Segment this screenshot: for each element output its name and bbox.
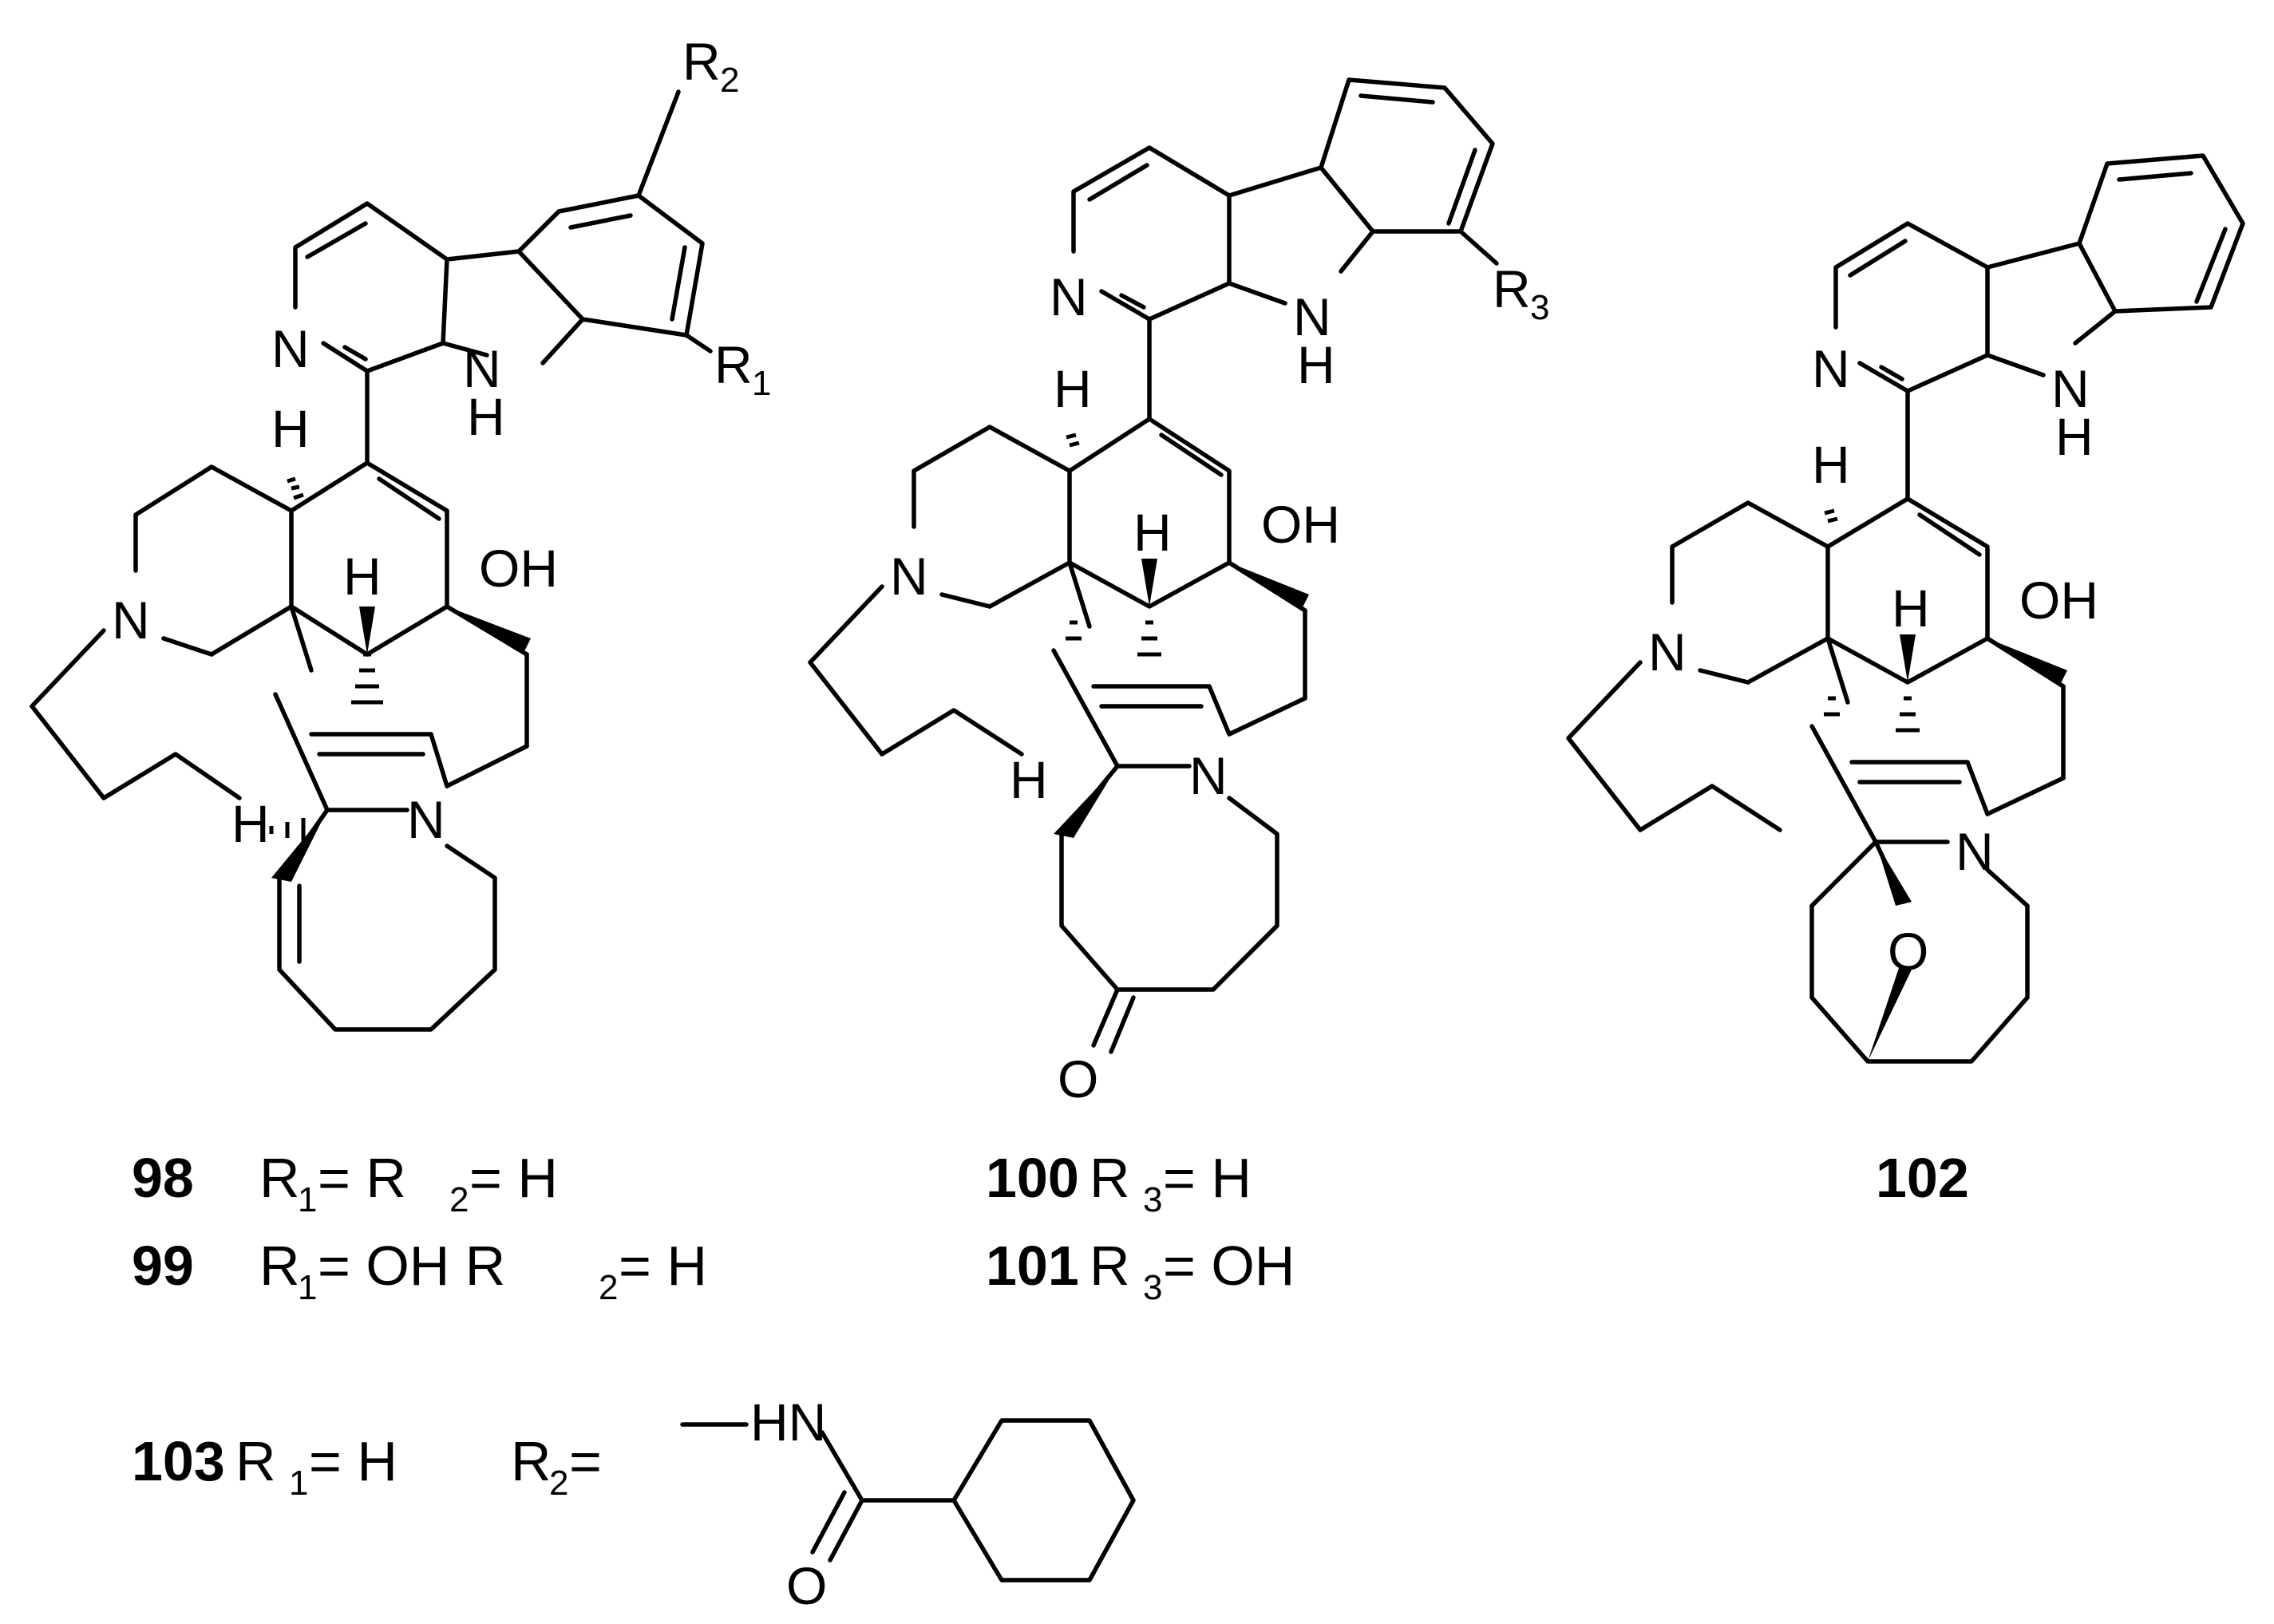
label-r1-sub: 1 (752, 364, 771, 403)
atom-h-stereo-c2: H (1892, 579, 1930, 638)
svg-text:2: 2 (449, 1180, 469, 1219)
svg-text:102: 102 (1876, 1147, 1969, 1209)
svg-text:= R: = R (318, 1147, 406, 1209)
atom-o-bridge: O (1888, 922, 1928, 981)
atom-n-pyridine-b: N (1050, 267, 1088, 326)
svg-text:R: R (1090, 1235, 1130, 1297)
svg-text:2: 2 (549, 1464, 568, 1503)
atom-n-indole-c: N (2051, 359, 2090, 418)
atom-amide-o: O (786, 1556, 827, 1615)
atom-n-azocine-c: N (1956, 822, 1994, 881)
svg-text:R: R (511, 1430, 552, 1492)
substituent-cyclohexanecarboxamide: HN O (680, 1393, 1136, 1615)
atom-h-stereo-2: H (343, 547, 382, 606)
caption-103: 103 R 1 = H R 2 = (132, 1430, 602, 1503)
atom-h-azocine: H (231, 794, 270, 853)
svg-text:= OH R: = OH R (318, 1235, 505, 1297)
svg-text:1: 1 (289, 1464, 308, 1503)
svg-text:3: 3 (1143, 1268, 1162, 1307)
svg-text:2: 2 (599, 1268, 618, 1307)
atom-amide-nh: HN (750, 1393, 826, 1452)
svg-text:R: R (259, 1147, 300, 1209)
atom-h-azocine-b: H (1010, 750, 1048, 809)
svg-text:99: 99 (132, 1235, 194, 1297)
svg-text:1: 1 (298, 1180, 317, 1219)
atom-h-stereo-c: H (1812, 435, 1850, 494)
caption-98: 98 R 1 = R 2 = H (132, 1147, 558, 1219)
caption-100: 100 R 3 = H (986, 1147, 1252, 1219)
svg-text:103: 103 (132, 1430, 225, 1492)
atom-n-pyridine-c: N (1812, 339, 1850, 398)
svg-text:= OH: = OH (1163, 1235, 1295, 1297)
caption-102: 102 (1876, 1147, 1969, 1209)
svg-text:=: = (569, 1430, 602, 1492)
label-r3: R (1493, 259, 1531, 318)
svg-text:R: R (259, 1235, 300, 1297)
atom-n-indole: N (463, 339, 501, 398)
atom-oh: OH (479, 539, 558, 598)
structure-98-99-103: N N H H H OH N N H R 2 R 1 (30, 32, 771, 1032)
atom-n-azocine-b: N (1189, 746, 1228, 805)
atom-h-stereo-b2: H (1133, 503, 1172, 562)
atom-n-piperidine-c: N (1648, 622, 1687, 682)
label-r2-sub: 2 (720, 61, 739, 100)
atom-h-indole-c: H (2055, 407, 2094, 466)
structure-100-101: N N H H H OH N N H O R 3 (808, 77, 1549, 1108)
svg-text:1: 1 (298, 1268, 317, 1307)
svg-text:101: 101 (986, 1235, 1079, 1297)
atom-h-stereo-b: H (1054, 359, 1092, 418)
atom-n-piperidine: N (112, 591, 150, 650)
caption-101: 101 R 3 = OH (986, 1235, 1295, 1307)
svg-text:= H: = H (1163, 1147, 1252, 1209)
atom-h-indole: H (467, 387, 505, 446)
svg-text:100: 100 (986, 1147, 1079, 1209)
svg-text:3: 3 (1143, 1180, 1162, 1219)
atom-oh-c: OH (2019, 571, 2098, 630)
svg-text:R: R (235, 1430, 276, 1492)
caption-99: 99 R 1 = OH R 2 = H (132, 1235, 707, 1307)
svg-text:= H: = H (469, 1147, 558, 1209)
atom-h-indole-b: H (1297, 335, 1335, 394)
structure-102: N N H H H OH N N O (1566, 153, 2245, 1064)
svg-text:= H: = H (309, 1430, 397, 1492)
atom-n-azocine: N (407, 790, 445, 849)
atom-o-ketone: O (1058, 1049, 1098, 1108)
atom-oh-b: OH (1261, 495, 1340, 554)
atom-h-stereo: H (271, 399, 310, 458)
atom-n-piperidine-b: N (890, 547, 928, 606)
label-r2: R (682, 32, 721, 91)
svg-text:98: 98 (132, 1147, 194, 1209)
svg-text:= H: = H (619, 1235, 707, 1297)
atom-n-indole-b: N (1293, 287, 1331, 346)
label-r1: R (714, 335, 753, 394)
svg-text:R: R (1090, 1147, 1130, 1209)
atom-n-pyridine: N (271, 319, 310, 378)
label-r3-sub: 3 (1530, 288, 1549, 327)
